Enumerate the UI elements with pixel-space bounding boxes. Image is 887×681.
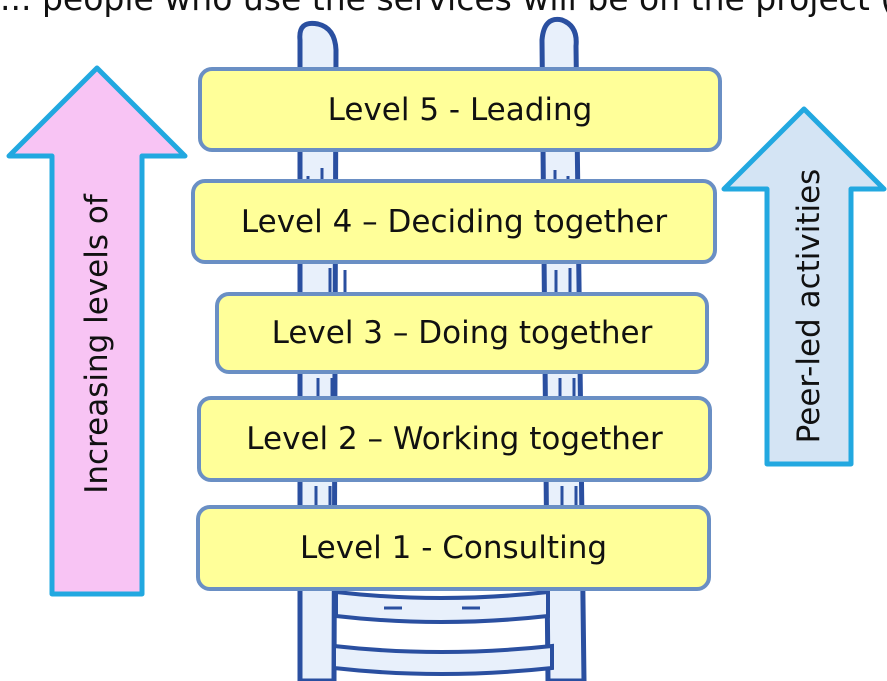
right-up-arrow xyxy=(721,106,887,467)
ladder-bottom-rung-2 xyxy=(332,643,554,676)
level-1-label: Level 1 - Consulting xyxy=(299,530,608,566)
level-4-label: Level 4 – Deciding together xyxy=(240,203,668,240)
ladder-rungs xyxy=(306,168,578,506)
level-1-box: Level 1 - Consulting xyxy=(196,505,711,591)
level-3-label: Level 3 – Doing together xyxy=(271,315,653,351)
left-arrow-label: Increasing levels of xyxy=(79,194,115,494)
level-2-box: Level 2 – Working together xyxy=(197,396,712,482)
level-3-box: Level 3 – Doing together xyxy=(215,292,709,374)
level-2-label: Level 2 – Working together xyxy=(246,421,663,457)
right-arrow-label: Peer-led activities xyxy=(791,168,827,444)
left-up-arrow xyxy=(6,65,188,597)
level-5-label: Level 5 - Leading xyxy=(327,91,593,128)
top-caption: ... people who use the services will be … xyxy=(0,0,887,18)
level-5-box: Level 5 - Leading xyxy=(198,67,722,152)
ladder-bottom-rung-1 xyxy=(334,589,550,624)
level-4-box: Level 4 – Deciding together xyxy=(191,179,717,264)
